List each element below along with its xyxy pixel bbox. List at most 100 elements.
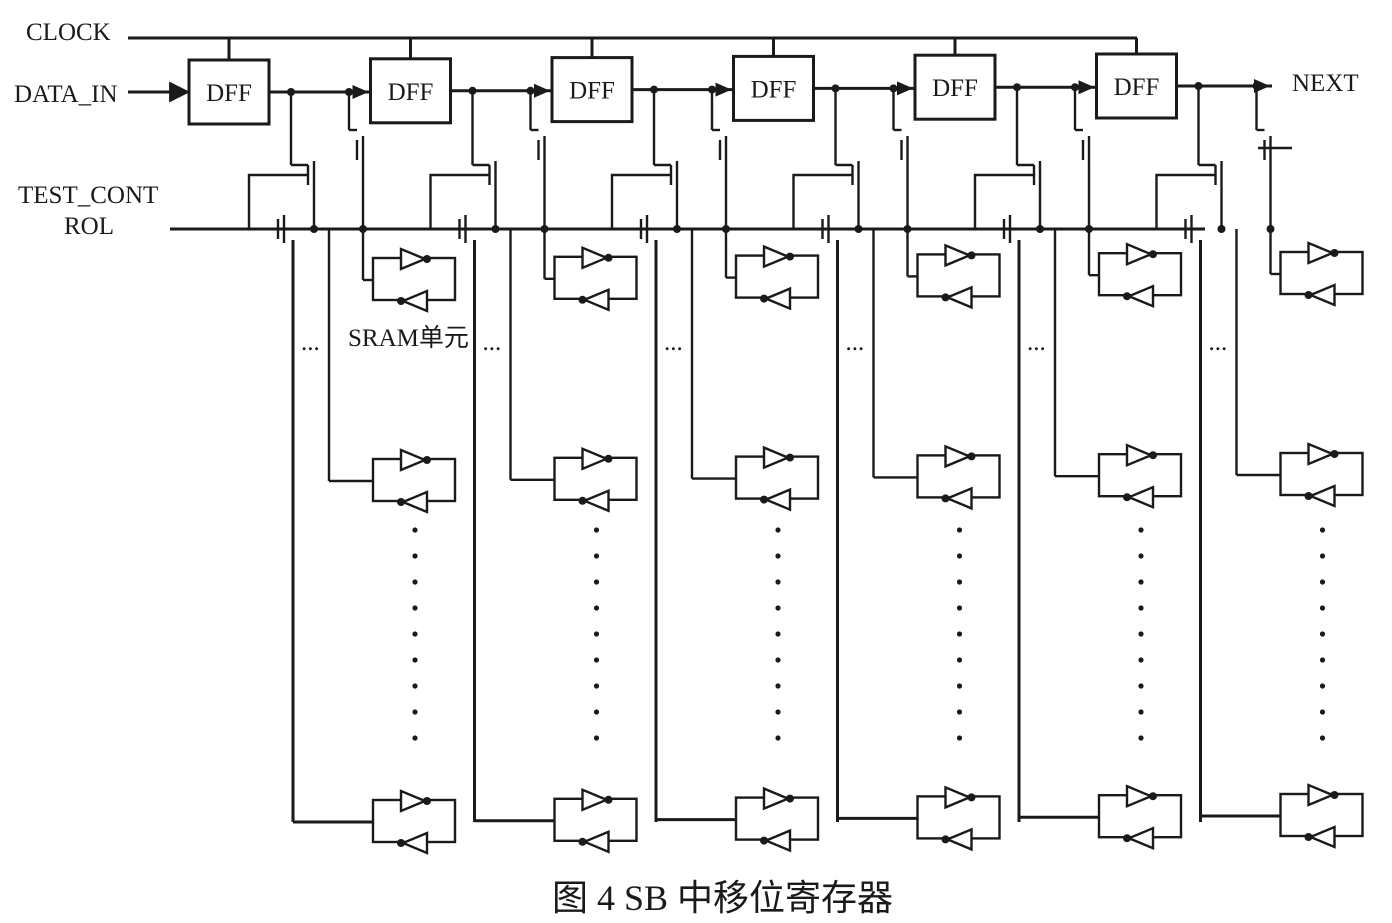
- inverter-reverse: [1307, 484, 1336, 508]
- next-label: NEXT: [1292, 70, 1359, 97]
- sram-cell-2-1: [553, 246, 638, 312]
- sram-cell-5-1: [1097, 242, 1183, 309]
- continuation-dot: [412, 735, 418, 741]
- continuation-dot: [1319, 683, 1326, 689]
- inverter-output-dot: [397, 297, 405, 305]
- inverter-output-dot: [397, 498, 405, 506]
- continuation-dot: [412, 683, 418, 689]
- inverter-output-dot: [604, 253, 613, 262]
- inverter-forward: [399, 789, 429, 813]
- continuation-dot: [775, 605, 781, 611]
- continuation-dot: [956, 735, 963, 741]
- inverter-reverse: [1125, 284, 1155, 309]
- arrow-head: [897, 81, 913, 96]
- arrow-head: [715, 82, 732, 97]
- sram-cell-1-1: [371, 247, 457, 313]
- continuation-dot: [412, 579, 418, 585]
- control-transistor: [1184, 215, 1193, 243]
- feedback-wire: [973, 173, 1034, 229]
- continuation-dot: [1319, 657, 1326, 663]
- continuation-dot: [1138, 709, 1144, 715]
- continuation-dot: [1319, 735, 1326, 741]
- control-transistor: [821, 215, 830, 243]
- continuation-dot: [1319, 605, 1326, 611]
- inverter-reverse: [762, 487, 792, 512]
- continuation-dot: [593, 735, 600, 741]
- dff-block: [187, 58, 271, 126]
- continuation-dot: [775, 553, 781, 559]
- continuation-dot: [956, 683, 963, 689]
- dff-label: DFF: [1114, 74, 1160, 101]
- ellipsis-text: ...: [483, 329, 502, 356]
- inverter-output-dot: [786, 794, 794, 803]
- register-stage-1: DFF...: [187, 38, 371, 822]
- control-transistor: [1002, 215, 1012, 243]
- inverter-forward: [944, 785, 973, 810]
- inverter-reverse: [1125, 485, 1155, 510]
- inverter-output-dot: [578, 295, 587, 304]
- feedback-wire: [247, 173, 308, 229]
- continuation-dot: [1138, 553, 1144, 559]
- access-transistor: [1263, 136, 1272, 164]
- continuation-dot: [956, 605, 963, 611]
- inverter-output-dot: [967, 452, 976, 461]
- pass-transistor: [669, 161, 679, 189]
- inverter-forward: [1125, 784, 1155, 809]
- inverter-reverse: [399, 289, 429, 313]
- inverter-forward: [944, 243, 973, 268]
- inverter-output-dot: [1123, 834, 1131, 843]
- continuation-dot: [593, 527, 600, 533]
- sram-cell-5-2: [1097, 443, 1183, 510]
- continuation-dot: [775, 631, 781, 637]
- sram-cell-6-3: [1279, 783, 1364, 849]
- sram-cell-5-3: [1097, 784, 1183, 851]
- inverter-forward: [762, 445, 792, 470]
- continuation-dot: [1319, 527, 1326, 533]
- inverter-reverse: [762, 286, 792, 311]
- inverter-forward: [1125, 443, 1155, 468]
- control-transistor: [639, 215, 649, 243]
- feedback-wire: [610, 173, 671, 229]
- continuation-dot: [1138, 683, 1144, 689]
- junction-dot: [310, 225, 318, 233]
- sram-cell-6-2: [1279, 442, 1364, 508]
- inverter-output-dot: [786, 252, 794, 261]
- inverter-output-dot: [604, 454, 613, 463]
- ellipsis-text: ...: [846, 329, 865, 356]
- sram-cell-3-2: [734, 445, 820, 512]
- register-stage-6: DFF...: [1095, 38, 1275, 822]
- inverter-forward: [762, 786, 792, 811]
- access-transistor: [1081, 136, 1091, 164]
- sram-cell-2-3: [553, 787, 638, 854]
- continuation-dot: [1319, 579, 1326, 585]
- inverter-reverse: [944, 486, 973, 511]
- inverter-output-dot: [967, 251, 976, 260]
- control-transistor: [458, 215, 467, 243]
- continuation-dot: [1138, 657, 1144, 663]
- register-stages: DFF...DFF...DFF...DFF...DFF...DFF...: [187, 38, 1292, 822]
- inverter-forward: [1307, 241, 1336, 265]
- junction-dot: [673, 225, 681, 233]
- inverter-output-dot: [1330, 450, 1339, 458]
- continuation-dot: [956, 553, 963, 559]
- data-in-label: DATA_IN: [14, 81, 118, 108]
- continuation-dot: [412, 709, 418, 715]
- inverter-output-dot: [423, 797, 431, 805]
- continuation-dot: [1319, 553, 1326, 559]
- inverter-forward: [762, 244, 792, 269]
- inverter-output-dot: [423, 456, 431, 464]
- continuation-dot: [1138, 579, 1144, 585]
- inverter-output-dot: [423, 255, 431, 263]
- continuation-dot: [412, 527, 418, 533]
- continuation-dot: [593, 579, 600, 585]
- sram-cell-2-2: [553, 446, 638, 513]
- sram-cell-4-1: [916, 243, 1001, 310]
- inverter-output-dot: [1123, 292, 1131, 301]
- dff-block: [369, 57, 452, 125]
- continuation-dot: [775, 709, 781, 715]
- sram-cell-1-2: [371, 448, 457, 514]
- inverter-forward: [399, 448, 429, 472]
- pass-transistor: [488, 161, 497, 189]
